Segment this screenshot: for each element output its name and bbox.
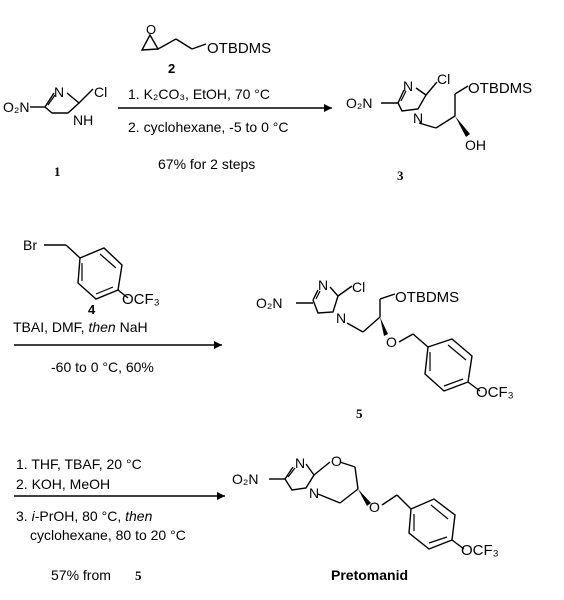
compound-5-label: 5 bbox=[356, 406, 363, 421]
compound-1-label: 1 bbox=[54, 164, 61, 179]
compound-5-n1: N bbox=[336, 310, 346, 326]
step-3-line-3: 3. i-PrOH, 80 °C, then bbox=[16, 508, 153, 524]
pretomanid-ring-n: N bbox=[309, 485, 319, 501]
pretomanid-n: N bbox=[295, 455, 305, 471]
step-1-yield: 67% for 2 steps bbox=[158, 156, 255, 172]
compound-5-otbdms: OTBDMS bbox=[395, 289, 459, 306]
compound-1-n3: N bbox=[54, 84, 64, 100]
compound-5-o2n: O₂N bbox=[256, 295, 282, 311]
pretomanid-ring-o: O bbox=[331, 453, 342, 469]
compound-1-structure: N Cl NH O₂N 1 bbox=[3, 84, 107, 179]
step-3-line-1: 1. THF, TBAF, 20 °C bbox=[16, 456, 142, 472]
compound-5-structure: N Cl N O₂N OTBDMS O OCF₃ 5 bbox=[256, 277, 514, 421]
compound-5-cl: Cl bbox=[352, 279, 365, 295]
pretomanid-label: Pretomanid bbox=[331, 567, 408, 583]
compound-1-o2n: O₂N bbox=[3, 99, 29, 115]
step-1-line-2: 2. cyclohexane, -5 to 0 °C bbox=[128, 119, 288, 135]
reaction-arrow-3-head bbox=[217, 492, 225, 500]
step-2-conditions: TBAI, DMF, then NaH -60 to 0 °C, 60% bbox=[13, 319, 222, 375]
step-3-yield-ref: 5 bbox=[135, 568, 142, 583]
compound-4-ocf3: OCF₃ bbox=[122, 291, 160, 308]
compound-4-label: 4 bbox=[88, 302, 96, 317]
reaction-arrow-1-head bbox=[324, 104, 332, 112]
compound-2-otbdms: OTBDMS bbox=[207, 40, 271, 57]
compound-3-cl: Cl bbox=[437, 71, 450, 87]
compound-5-ocf3: OCF₃ bbox=[476, 384, 514, 401]
compound-3-label: 3 bbox=[397, 168, 404, 183]
compound-3-n1: N bbox=[413, 110, 423, 126]
compound-3-structure: N Cl N O₂N OTBDMS OH 3 bbox=[346, 71, 532, 183]
step-2-reagents: TBAI, DMF, then NaH bbox=[13, 319, 148, 335]
pretomanid-ether-o: O bbox=[369, 499, 380, 515]
compound-1-nh: NH bbox=[73, 112, 93, 128]
compound-2-structure: O OTBDMS 2 bbox=[140, 22, 271, 76]
pretomanid-ocf3: OCF₃ bbox=[461, 542, 499, 559]
step-3-line-2: 2. KOH, MeOH bbox=[16, 476, 110, 492]
compound-3-o2n: O₂N bbox=[346, 95, 372, 111]
epoxide-oxygen: O bbox=[146, 22, 156, 37]
pretomanid-o2n: O₂N bbox=[232, 471, 258, 487]
reaction-arrow-2-head bbox=[214, 341, 222, 349]
compound-5-n3: N bbox=[318, 277, 328, 293]
compound-3-oh: OH bbox=[465, 137, 486, 153]
compound-3-n3: N bbox=[403, 78, 413, 94]
step-2-conditions-line: -60 to 0 °C, 60% bbox=[51, 359, 154, 375]
step-1-line-1: 1. K₂CO₃, EtOH, 70 °C bbox=[128, 86, 270, 102]
step-3-line-4: cyclohexane, 80 to 20 °C bbox=[30, 527, 186, 543]
compound-4-br: Br bbox=[23, 237, 37, 253]
compound-5-ether-o: O bbox=[386, 334, 397, 350]
compound-2-label: 2 bbox=[168, 61, 175, 76]
step-1-conditions: 1. K₂CO₃, EtOH, 70 °C 2. cyclohexane, -5… bbox=[118, 86, 332, 172]
compound-3-otbdms: OTBDMS bbox=[468, 80, 532, 97]
compound-4-structure: Br OCF₃ 4 bbox=[23, 237, 160, 317]
compound-1-cl: Cl bbox=[94, 84, 107, 100]
step-3-conditions: 1. THF, TBAF, 20 °C 2. KOH, MeOH 3. i-Pr… bbox=[14, 456, 225, 583]
pretomanid-structure: N O N O₂N O OCF₃ Pretomanid bbox=[232, 453, 499, 583]
step-3-yield: 57% from bbox=[51, 567, 111, 583]
